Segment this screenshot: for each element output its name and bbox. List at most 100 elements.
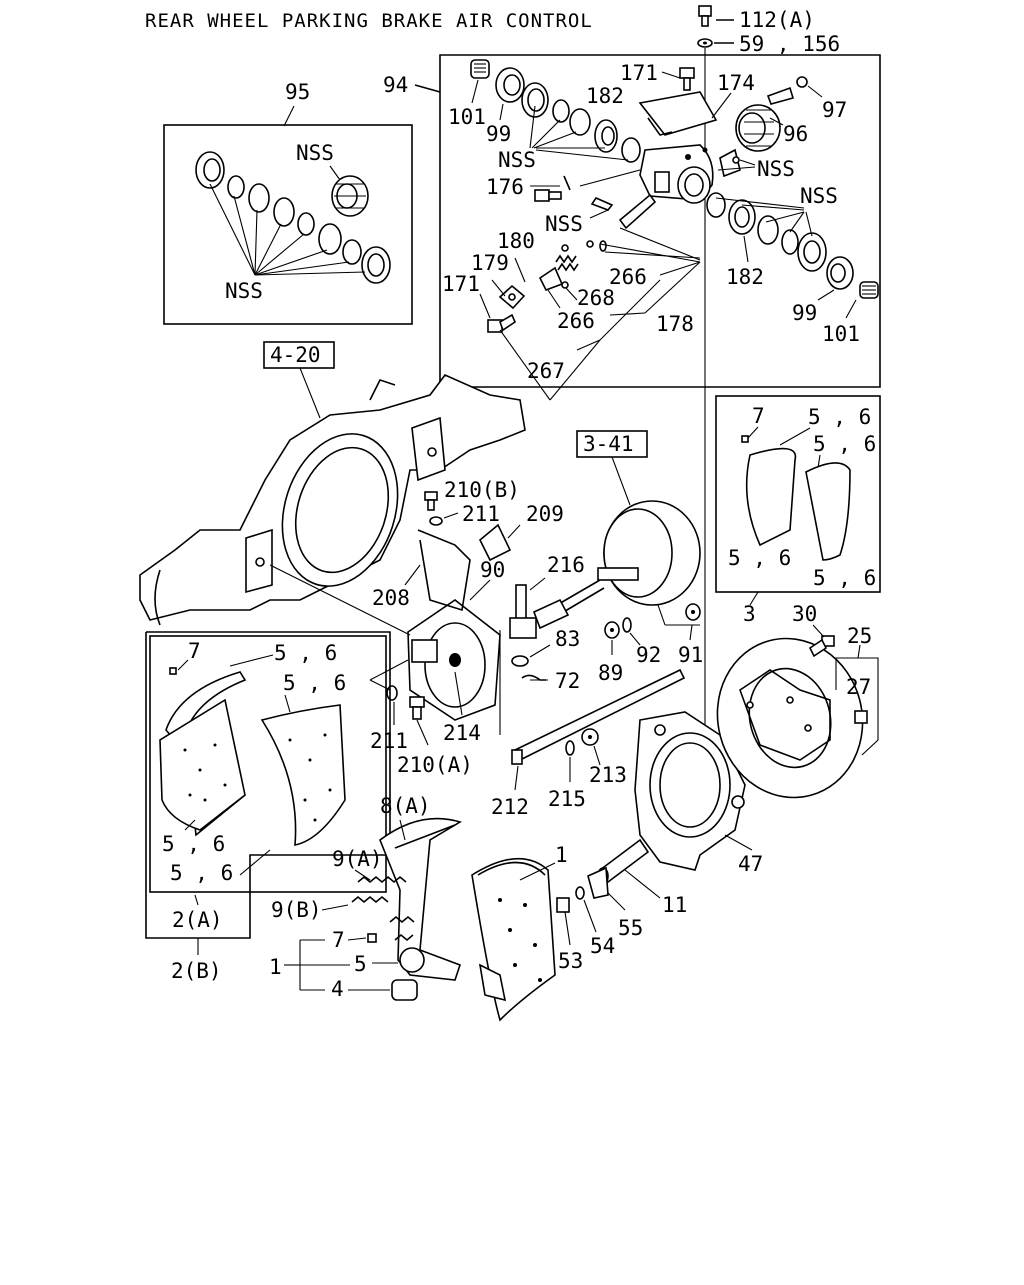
label-ref-3-41: 3-41 [583, 432, 634, 456]
label-59-156: 59 , 156 [739, 32, 840, 56]
label-5-6-l4: 5 , 6 [170, 861, 233, 885]
bolt-214: 214 [443, 671, 481, 745]
label-212: 212 [491, 795, 529, 819]
label-101-right: 101 [822, 322, 860, 346]
bolt-171-left: 171 [442, 272, 516, 333]
label-nss-1: NSS [498, 148, 536, 172]
label-178: 178 [656, 312, 694, 336]
label-99-right: 99 [792, 301, 817, 325]
brake-chamber: 3-41 [544, 430, 701, 621]
group-94-box: 94 101 99 182 [383, 54, 881, 401]
label-96: 96 [783, 122, 808, 146]
group-3-box: 7 5 , 6 5 , 6 5 , 6 5 , 6 3 [715, 395, 881, 626]
bolt-210b: 210(B) [424, 478, 520, 511]
label-5-6-r3: 5 , 6 [728, 546, 791, 570]
label-101-left: 101 [448, 105, 486, 129]
washer-92: 92 [622, 617, 661, 667]
washer-54: 54 [575, 886, 615, 958]
label-55: 55 [618, 916, 643, 940]
bolt-171-top: 171 [620, 61, 695, 91]
dust-shield [716, 637, 864, 799]
part-179: 179 [471, 251, 526, 310]
label-54: 54 [590, 934, 615, 958]
plate-55: 55 [587, 866, 643, 940]
label-211-top: 211 [462, 502, 500, 526]
label-5-6-r2: 5 , 6 [813, 432, 876, 456]
shoe-assembly: 1 8(A) 9(A) 9(B) [271, 794, 568, 1022]
part-101-left: 101 [448, 59, 490, 129]
bracket-90: 90 [407, 529, 505, 721]
label-7-left: 7 [188, 639, 201, 663]
diagram-title: REAR WHEEL PARKING BRAKE AIR CONTROL [145, 10, 593, 32]
label-5-6-l3: 5 , 6 [162, 832, 225, 856]
label-180: 180 [497, 229, 535, 253]
label-9a: 9(A) [332, 847, 383, 871]
label-2b: 2(B) [171, 959, 222, 983]
label-27: 27 [846, 675, 871, 699]
label-47: 47 [738, 852, 763, 876]
washer-211-bottom: 211 [370, 685, 408, 753]
washer-83: 83 [511, 627, 580, 667]
label-176: 176 [486, 175, 524, 199]
chamber-body [639, 144, 714, 204]
label-9b: 9(B) [271, 898, 322, 922]
label-nss-2: NSS [757, 157, 795, 181]
label-nss-95-top: NSS [296, 141, 334, 165]
washer-215: 215 [548, 740, 586, 811]
label-4-kit: 4 [331, 977, 344, 1001]
label-83: 83 [555, 627, 580, 651]
label-267: 267 [527, 359, 565, 383]
label-1-kit: 1 [269, 955, 282, 979]
label-214: 214 [443, 721, 481, 745]
label-95: 95 [285, 80, 310, 104]
label-182-top: 182 [586, 84, 624, 108]
label-266-b: 266 [557, 309, 595, 333]
label-92: 92 [636, 643, 661, 667]
part-174: 174 [638, 71, 755, 136]
spider-47: 47 [634, 711, 763, 876]
label-210a: 210(A) [397, 753, 473, 777]
label-210b: 210(B) [444, 478, 520, 502]
label-99-left: 99 [486, 122, 511, 146]
label-97: 97 [822, 98, 847, 122]
part-99-left: 99 [486, 67, 525, 146]
nut-213: 213 [581, 728, 627, 787]
label-91: 91 [678, 643, 703, 667]
label-213: 213 [589, 763, 627, 787]
bolt-53: 53 [556, 897, 583, 973]
part-182-top: 182 [586, 84, 624, 153]
label-1-shoe: 1 [555, 843, 568, 867]
label-2a: 2(A) [172, 908, 223, 932]
label-268: 268 [577, 286, 615, 310]
label-nss-4: NSS [800, 184, 838, 208]
clevis-216: 216 [509, 553, 585, 639]
label-266-a: 266 [609, 265, 647, 289]
label-89: 89 [598, 661, 623, 685]
bar-212: 212 [491, 668, 686, 819]
label-nss-3: NSS [545, 212, 583, 236]
label-112a: 112(A) [739, 8, 815, 32]
label-5-6-l1: 5 , 6 [274, 641, 337, 665]
label-5-6-r1: 5 , 6 [808, 405, 871, 429]
kit-1: 1 7 5 4 [269, 928, 418, 1001]
spring-268: 268 [555, 254, 615, 310]
label-209: 209 [526, 502, 564, 526]
bolt-210a: 210(A) [397, 696, 473, 777]
label-53: 53 [558, 949, 583, 973]
label-179: 179 [471, 251, 509, 275]
label-72: 72 [555, 669, 580, 693]
label-3: 3 [743, 602, 756, 626]
label-211-bottom: 211 [370, 729, 408, 753]
label-182-right: 182 [726, 265, 764, 289]
plate-209: 209 [479, 502, 564, 562]
label-30: 30 [792, 602, 817, 626]
nut-89: 89 [598, 621, 623, 685]
label-5-6-r4: 5 , 6 [813, 566, 876, 590]
group-2-box: 7 5 , 6 5 , 6 5 , 6 5 , 6 2(A) 2(B) [145, 631, 391, 983]
axle-housing: 4-20 [139, 341, 526, 626]
label-171-left: 171 [442, 272, 480, 296]
part-176: 176 [486, 169, 641, 199]
label-216: 216 [547, 553, 585, 577]
